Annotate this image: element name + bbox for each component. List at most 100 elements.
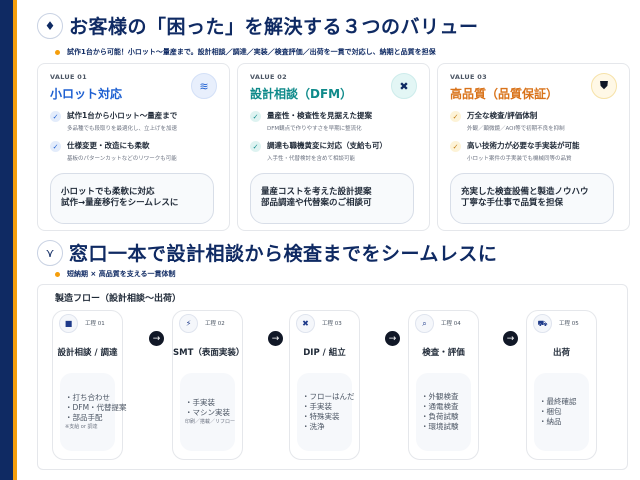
- arrow-right-icon: →: [385, 331, 400, 346]
- item-title: 調達も職機黄変に対応（支給も可）: [267, 141, 387, 150]
- item-title: 万全な検査/評価体制: [467, 111, 538, 120]
- left-brand-bar: [0, 0, 13, 480]
- manufacturing-flow-panel: 製造フロー（設計相談〜出荷） ■ 工程 01 設計相談 / 調達 ・打ち合わせ …: [37, 284, 628, 470]
- check-icon: ✓: [450, 141, 461, 152]
- arrow-right-icon: →: [503, 331, 518, 346]
- item-desc: 多品種でも段取りを最適化し、立上げを加速: [67, 126, 178, 132]
- check-icon: ✓: [50, 141, 61, 152]
- item-desc: DFM観点で作りやすさを早期に整流化: [267, 126, 362, 132]
- arrow-right-icon: →: [149, 331, 164, 346]
- section-flow-subtitle: 短納期 × 高品質を支える一貫体制: [55, 269, 176, 279]
- flow-step-4: ⌕ 工程 04 検査・評価 ・外観検査 ・通電検査 ・負荷試験 ・環境試験: [408, 310, 479, 460]
- value-title: 小ロット対応: [50, 87, 123, 101]
- step-item: ・フローはんだ: [302, 392, 355, 401]
- section-values-title: お客様の「困った」を解決する３つのバリュー: [69, 16, 479, 38]
- value-summary-box: 充実した検査設備と製造ノウハウ 丁寧な手仕事で品質を担保: [450, 173, 614, 224]
- check-icon: ✓: [450, 111, 461, 122]
- network-icon: ⋎: [37, 239, 63, 266]
- step-item: ・環境試験: [421, 422, 459, 431]
- step-name: 設計相談 / 調達: [57, 348, 118, 358]
- step-item: ・洗浄: [302, 422, 325, 431]
- value-label: VALUE 01: [50, 73, 87, 81]
- truck-icon: ⛟: [533, 314, 552, 333]
- robot-icon: ■: [59, 314, 78, 333]
- step-name: 出荷: [552, 348, 570, 358]
- section-flow-header: ⋎ 窓口一本で設計相談から検査までをシームレスに: [37, 239, 497, 266]
- tools-icon: ✖: [296, 314, 315, 333]
- item-title: 仕様変更・改造にも柔軟: [67, 141, 150, 150]
- flow-step-2: ⚡ 工程 02 SMT（表面実装） ・手実装 ・マシン実装 印刷／搭載／リフロー: [172, 310, 245, 460]
- summary-line: 量産コストを考えた設計提案: [261, 187, 372, 197]
- check-icon: ✓: [250, 141, 261, 152]
- check-icon: ✓: [250, 111, 261, 122]
- step-item: ・外観検査: [421, 392, 459, 401]
- search-icon: ⌕: [415, 314, 434, 333]
- subtitle-text: 短納期 × 高品質を支える一貫体制: [67, 270, 176, 278]
- item-desc: 小ロット案件の手実装でも機械同等の品質: [467, 156, 572, 162]
- step-number: 工程 03: [322, 321, 342, 327]
- step-name: 検査・評価: [422, 348, 465, 358]
- step-item: ・梱包: [539, 407, 562, 416]
- step-item: ・部品手配: [65, 413, 103, 422]
- step-details: ・手実装 ・マシン実装 印刷／搭載／リフロー: [180, 373, 235, 451]
- value-card-3: VALUE 03 高品質（品質保証） ⛊ ✓ 万全な検査/評価体制外観／顕微鏡／…: [437, 63, 630, 231]
- gem-icon: ♦: [37, 12, 63, 39]
- value-label: VALUE 02: [250, 73, 287, 81]
- value-item: ✓ 仕様変更・改造にも柔軟基板のパターンカットなどのリワークも可能: [50, 140, 177, 162]
- step-details: ・フローはんだ ・手実装 ・特殊実装 ・洗浄: [297, 373, 355, 451]
- step-details: ・打ち合わせ ・DFM・代替提案 ・部品手配 ※支給 or 調達: [60, 373, 127, 451]
- value-summary-box: 小ロットでも柔軟に対応 試作→量産移行をシームレスに: [50, 173, 214, 224]
- check-icon: ✓: [50, 111, 61, 122]
- item-desc: 外観／顕微鏡／AOI等で初期不良を抑制: [467, 126, 565, 132]
- summary-line: 小ロットでも柔軟に対応: [61, 187, 155, 197]
- item-desc: 基板のパターンカットなどのリワークも可能: [67, 156, 177, 162]
- step-details: ・最終確認 ・梱包 ・納品: [534, 373, 589, 451]
- step-name: SMT（表面実装）: [173, 348, 245, 358]
- item-title: 量産性・検査性を見据えた提案: [267, 111, 372, 120]
- item-title: 高い技術力が必要な手実装が可能: [467, 141, 580, 150]
- value-summary-box: 量産コストを考えた設計提案 部品調達や代替案のご相談可: [250, 173, 414, 224]
- step-item: ・DFM・代替提案: [65, 403, 127, 412]
- step-item: ・打ち合わせ: [65, 393, 110, 402]
- step-item: ・手実装: [185, 398, 215, 407]
- value-item: ✓ 試作1台から小ロット〜量産まで多品種でも段取りを最適化し、立上げを加速: [50, 110, 177, 132]
- value-title: 高品質（品質保証）: [450, 87, 559, 101]
- value-title: 設計相談（DFM）: [250, 87, 353, 101]
- bullet-dot: [55, 271, 60, 277]
- value-item: ✓ 調達も職機黄変に対応（支給も可） 入手性・代替検討を含めて相談可能: [250, 140, 387, 162]
- step-item: ・納品: [539, 417, 562, 426]
- subtitle-text: 試作1台から可能！小ロット〜量産まで。設計相談／調達／実装／検査評価／出荷を一貫…: [67, 48, 436, 56]
- flow-step-1: ■ 工程 01 設計相談 / 調達 ・打ち合わせ ・DFM・代替提案 ・部品手配…: [52, 310, 127, 460]
- step-details: ・外観検査 ・通電検査 ・負荷試験 ・環境試験: [416, 373, 471, 451]
- section-values-subtitle: 試作1台から可能！小ロット〜量産まで。設計相談／調達／実装／検査評価／出荷を一貫…: [55, 47, 436, 57]
- summary-line: 丁寧な手仕事で品質を担保: [461, 198, 564, 208]
- step-name: DIP / 組立: [303, 348, 346, 358]
- value-item: ✓ 万全な検査/評価体制外観／顕微鏡／AOI等で初期不良を抑制: [450, 110, 565, 132]
- summary-line: 部品調達や代替案のご相談可: [261, 198, 372, 208]
- item-desc: 入手性・代替検討を含めて相談可能: [267, 156, 356, 162]
- step-item: ・負荷試験: [421, 412, 459, 421]
- value-card-2: VALUE 02 設計相談（DFM） ✖ ✓ 量産性・検査性を見据えた提案 DFM…: [237, 63, 430, 231]
- value-item: ✓ 量産性・検査性を見据えた提案 DFM観点で作りやすさを早期に整流化: [250, 110, 372, 132]
- plug-icon: ⚡: [179, 314, 198, 333]
- shield-icon: ⛊: [591, 73, 617, 99]
- value-label: VALUE 03: [450, 73, 487, 81]
- section-values-header: ♦ お客様の「困った」を解決する３つのバリュー: [37, 12, 479, 39]
- tools-icon: ✖: [391, 73, 417, 99]
- step-note: 印刷／搭載／リフロー: [185, 419, 236, 425]
- value-card-1: VALUE 01 小ロット対応 ≋ ✓ 試作1台から小ロット〜量産まで多品種でも…: [37, 63, 230, 231]
- step-number: 工程 02: [205, 321, 225, 327]
- step-item: ・特殊実装: [302, 412, 340, 421]
- step-number: 工程 05: [559, 321, 579, 327]
- step-item: ・手実装: [302, 402, 332, 411]
- flow-step-5: ⛟ 工程 05 出荷 ・最終確認 ・梱包 ・納品: [526, 310, 597, 460]
- step-number: 工程 01: [85, 321, 105, 327]
- summary-line: 充実した検査設備と製造ノウハウ: [461, 187, 589, 197]
- bullet-dot: [55, 49, 60, 55]
- value-item: ✓ 高い技術力が必要な手実装が可能小ロット案件の手実装でも機械同等の品質: [450, 140, 580, 162]
- step-item: ・マシン実装: [185, 408, 230, 417]
- arrow-right-icon: →: [268, 331, 283, 346]
- step-item: ・通電検査: [421, 402, 459, 411]
- section-flow-title: 窓口一本で設計相談から検査までをシームレスに: [69, 243, 498, 265]
- left-accent-stripe: [13, 0, 17, 480]
